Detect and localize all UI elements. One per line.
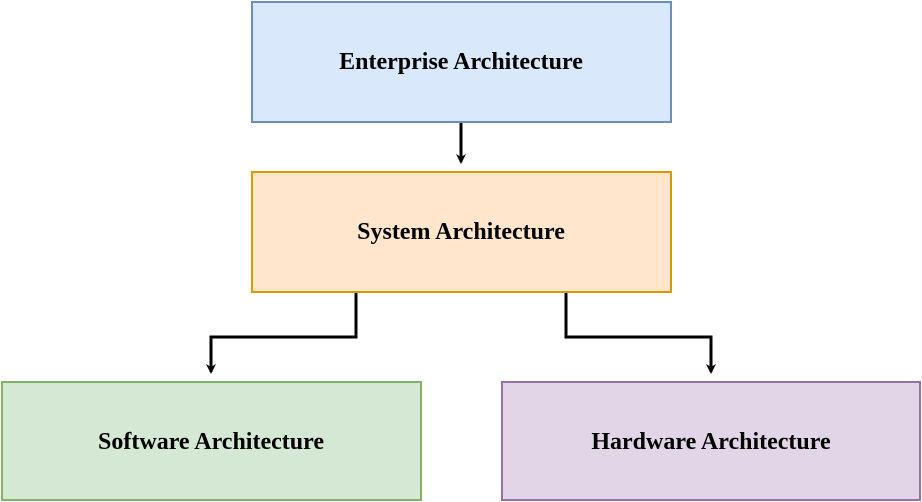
node-system-box <box>251 171 672 293</box>
node-hardware-architecture[interactable]: Hardware Architecture <box>501 381 921 501</box>
node-system-architecture[interactable]: System Architecture <box>251 171 672 293</box>
node-software-label: Software Architecture <box>98 429 324 455</box>
node-enterprise-architecture[interactable]: Enterprise Architecture <box>251 1 672 123</box>
node-enterprise-label: Enterprise Architecture <box>339 49 583 75</box>
node-hardware-label: Hardware Architecture <box>591 429 831 455</box>
edges-group <box>206 122 716 374</box>
node-enterprise-box <box>251 1 672 123</box>
node-software-architecture[interactable]: Software Architecture <box>1 381 422 501</box>
node-system-label: System Architecture <box>357 219 565 245</box>
node-hardware-box <box>501 381 921 501</box>
node-software-box <box>1 381 422 501</box>
edge-system-to-hardware <box>564 292 716 374</box>
edge-system-to-software <box>206 292 358 374</box>
